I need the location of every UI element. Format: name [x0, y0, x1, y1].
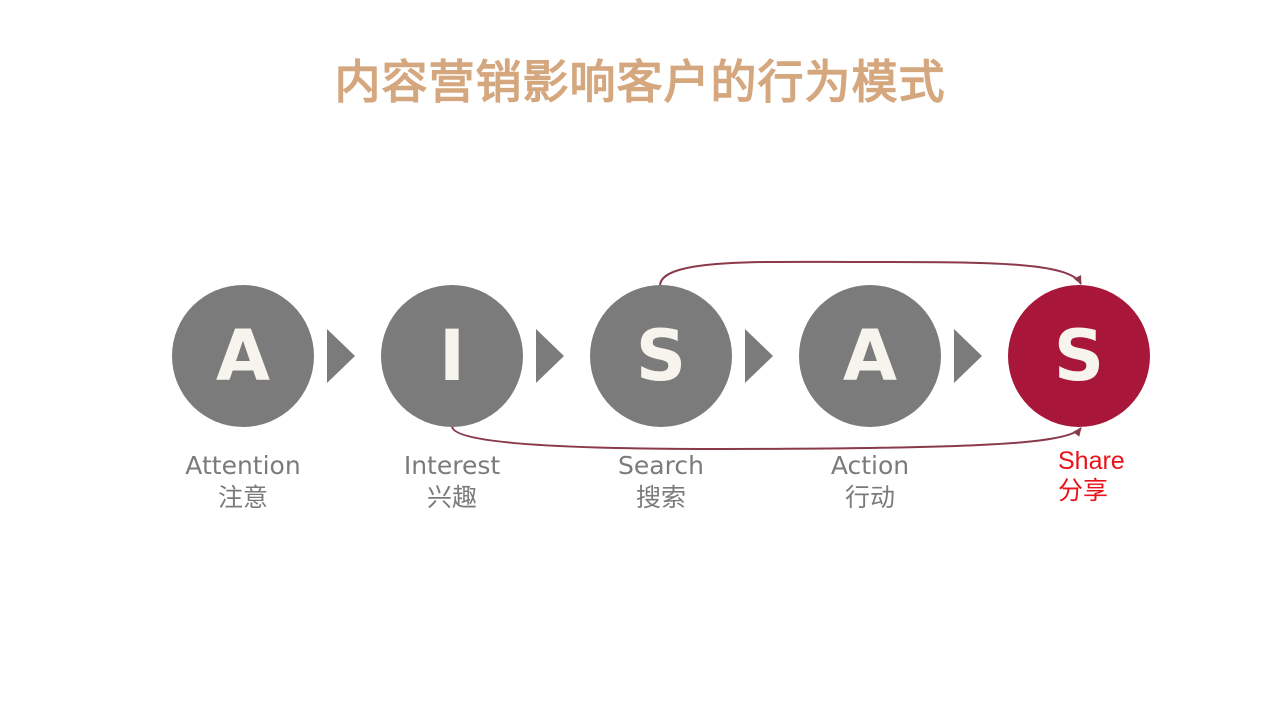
node-interest: I	[381, 285, 523, 427]
node-action: A	[799, 285, 941, 427]
node-share: S	[1008, 285, 1150, 427]
label-en: Search	[618, 451, 704, 480]
flow-arrow-icon	[536, 329, 564, 383]
node-attention: A	[172, 285, 314, 427]
label-interest: Interest 兴趣	[362, 450, 542, 514]
label-attention: Attention 注意	[153, 450, 333, 514]
flow-arrow-icon	[327, 329, 355, 383]
node-search: S	[590, 285, 732, 427]
label-en: Action	[830, 451, 910, 480]
label-search: Search 搜索	[571, 450, 751, 514]
node-letter: A	[215, 315, 271, 397]
label-action: Action 行动	[780, 450, 960, 514]
label-share: Share 分享	[1058, 446, 1125, 506]
page-title: 内容营销影响客户的行为模式	[334, 55, 946, 109]
label-zh: 注意	[217, 483, 268, 512]
label-zh: 分享	[1058, 477, 1109, 505]
label-en: Attention	[185, 451, 301, 480]
flow-arrow-icon	[954, 329, 982, 383]
label-zh: 行动	[844, 483, 895, 512]
label-en: Interest	[403, 451, 501, 480]
node-letter: S	[635, 315, 687, 397]
label-en: Share	[1058, 447, 1125, 475]
label-zh: 兴趣	[426, 483, 477, 512]
flow-arrow-icon	[745, 329, 773, 383]
node-letter: I	[438, 315, 466, 397]
interest-to-share-connector	[451, 425, 1082, 451]
node-letter: A	[842, 315, 898, 397]
search-to-share-connector	[659, 260, 1082, 287]
label-zh: 搜索	[635, 483, 686, 512]
node-letter: S	[1053, 315, 1105, 397]
